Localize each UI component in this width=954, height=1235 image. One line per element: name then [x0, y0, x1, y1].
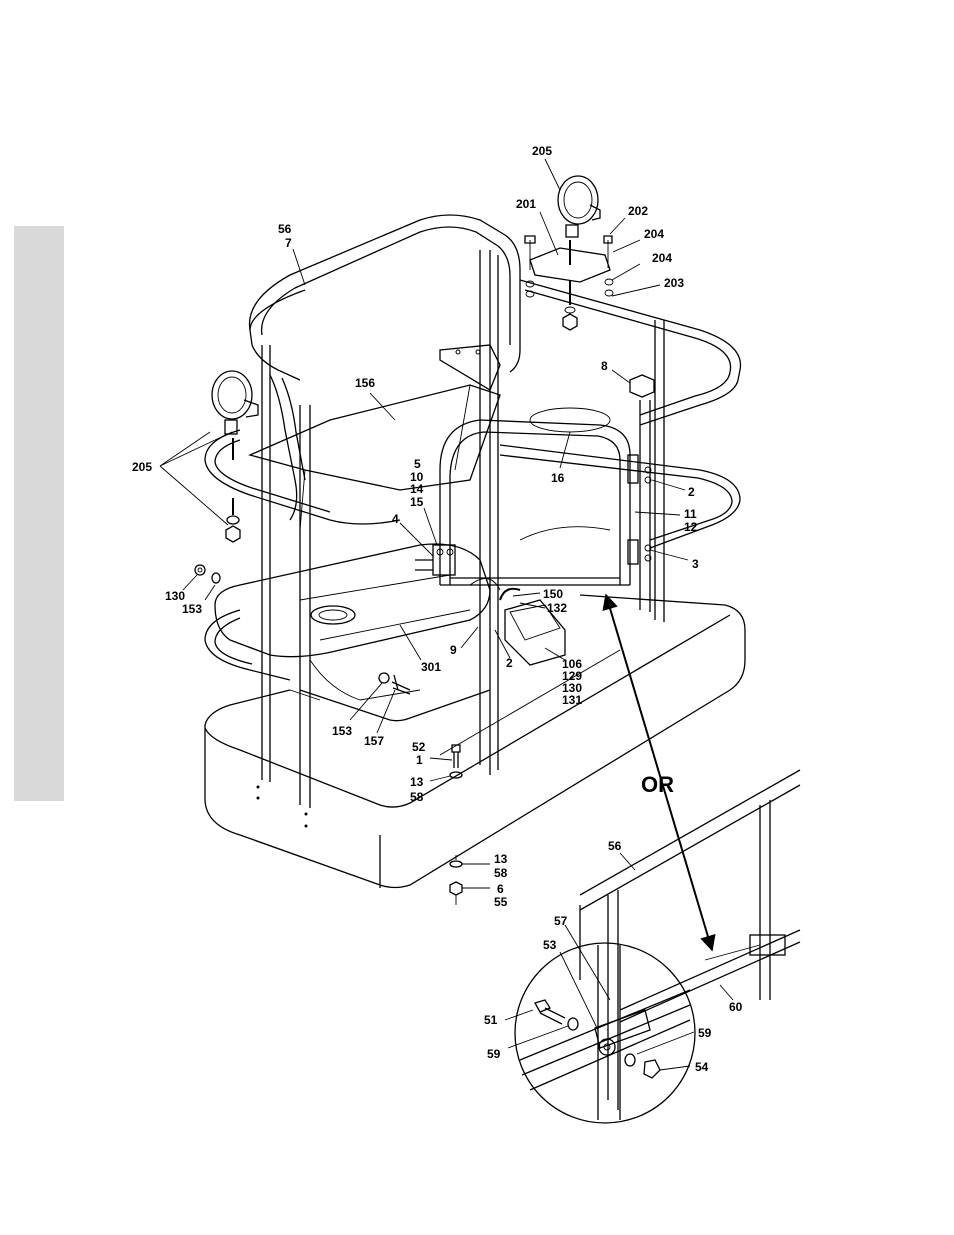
- callout-55: 55: [494, 895, 508, 909]
- callout-2-b: 2: [506, 656, 513, 670]
- callout-301: 301: [421, 660, 441, 674]
- callout-59-a: 59: [487, 1047, 501, 1061]
- callout-58-a: 58: [410, 790, 424, 804]
- callout-11: 11: [684, 507, 697, 521]
- callout-52: 52: [412, 740, 426, 754]
- callout-56-bottom: 56: [608, 839, 622, 853]
- callout-8: 8: [601, 359, 608, 373]
- callout-130-a: 130: [165, 589, 185, 603]
- callout-9: 9: [450, 643, 457, 657]
- callout-150: 150: [543, 587, 563, 601]
- callout-153-a: 153: [182, 602, 202, 616]
- callout-205-top: 205: [532, 144, 552, 158]
- callout-12: 12: [684, 520, 698, 534]
- callout-59-b: 59: [698, 1026, 712, 1040]
- callout-153-b: 153: [332, 724, 352, 738]
- callout-205-left: 205: [132, 460, 152, 474]
- callout-157: 157: [364, 734, 384, 748]
- callout-132: 132: [547, 601, 567, 615]
- callout-7: 7: [285, 236, 292, 250]
- callout-60: 60: [729, 1000, 743, 1014]
- callout-14: 14: [410, 482, 424, 496]
- callout-131: 131: [562, 693, 582, 707]
- callout-56-top: 56: [278, 222, 292, 236]
- callout-203: 203: [664, 276, 684, 290]
- callout-204-a: 204: [644, 227, 664, 241]
- callout-5: 5: [414, 457, 421, 471]
- callout-13-a: 13: [410, 775, 424, 789]
- callout-202: 202: [628, 204, 648, 218]
- callout-1: 1: [416, 753, 423, 767]
- callout-58-b: 58: [494, 866, 508, 880]
- alternate-rail-detail: [515, 770, 800, 1123]
- callout-3: 3: [692, 557, 699, 571]
- flashing-light-top: [525, 176, 613, 330]
- callout-156: 156: [355, 376, 375, 390]
- callout-13-b: 13: [494, 852, 508, 866]
- callout-labels: 205 201 202 204 204 203 56 7 8 156 205 1…: [132, 144, 743, 1074]
- callout-4: 4: [392, 512, 399, 526]
- callout-54: 54: [695, 1060, 709, 1074]
- platform-basket: [195, 215, 745, 905]
- callout-204-b: 204: [652, 251, 672, 265]
- callout-6: 6: [497, 882, 504, 896]
- callout-57: 57: [554, 914, 568, 928]
- callout-51: 51: [484, 1013, 498, 1027]
- callout-16: 16: [551, 471, 565, 485]
- callout-201: 201: [516, 197, 536, 211]
- callout-53: 53: [543, 938, 557, 952]
- flashing-light-left: [212, 371, 258, 542]
- or-label: OR: [641, 772, 674, 797]
- callout-2-a: 2: [688, 485, 695, 499]
- callout-15: 15: [410, 495, 424, 509]
